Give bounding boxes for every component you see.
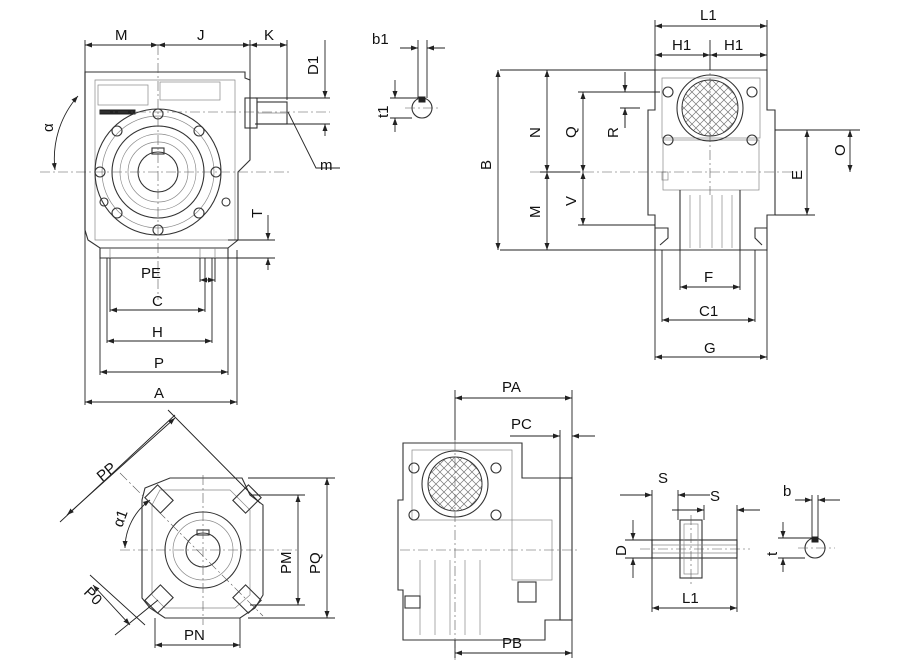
dim-label-PE: PE [141,265,161,282]
dim-label-K: K [264,27,274,44]
dim-label-m: m [320,157,333,174]
dim-label-G: G [704,340,716,357]
dim-label-L1: L1 [700,7,717,24]
dim-label-D: D [613,545,630,556]
dim-label-PA: PA [502,379,521,396]
dim-label-V: V [563,196,580,206]
dim-label-D1: D1 [305,56,322,75]
dim-label-H: H [152,324,163,341]
dim-label-t1: t1 [375,105,392,118]
flange-view: PP α1 P0 PM PQ PN [59,409,335,648]
front-housing [84,71,288,259]
dim-label-PM: PM [278,552,295,575]
dim-label-B: B [478,160,495,170]
flange-outline [141,477,264,619]
dim-label-Q: Q [563,126,580,138]
dim-label-PN: PN [184,627,205,644]
shaft-view: S S D L1 [613,470,760,612]
keyway-detail: b1 t1 [372,31,445,132]
dim-label-C1: C1 [699,303,718,320]
dim-label-t: t [764,551,781,556]
dim-label-R: R [605,127,622,138]
dim-label-A: A [154,385,164,402]
dim-label-J: J [197,27,205,44]
dim-label-alpha1: α1 [110,508,132,530]
dim-label-F: F [704,269,713,286]
dim-label-N: N [527,127,544,138]
front-view: M J K D1 α m T PE C H P A [40,27,340,405]
dim-label-PB: PB [502,635,522,652]
flange-side-view: PA PC PB [397,379,595,660]
dim-label-P: P [154,355,164,372]
dim-label-E: E [789,170,806,180]
dim-label-H1-left: H1 [672,37,691,54]
dim-label-b1: b1 [372,31,389,48]
dim-label-b: b [783,483,791,500]
dim-label-M-side: M [527,206,544,219]
dim-label-H1-right: H1 [724,37,743,54]
dim-label-PQ: PQ [307,552,324,574]
side-housing [647,69,776,251]
dim-label-PC: PC [511,416,532,433]
dim-label-O: O [832,144,849,156]
dim-label-T: T [249,209,266,218]
dim-label-L1-shaft: L1 [682,590,699,607]
shaft-keyway-detail: b t [764,483,840,572]
dim-label-S-left: S [658,470,668,487]
dim-label-C: C [152,293,163,310]
dim-label-alpha: α [40,123,57,132]
dim-label-P0: P0 [80,584,105,609]
dim-label-S-right: S [710,488,720,505]
dim-label-PP: PP [94,459,120,485]
dim-label-M: M [115,27,128,44]
side-view: L1 H1 H1 B N M Q R V O E F C1 G [478,7,860,360]
